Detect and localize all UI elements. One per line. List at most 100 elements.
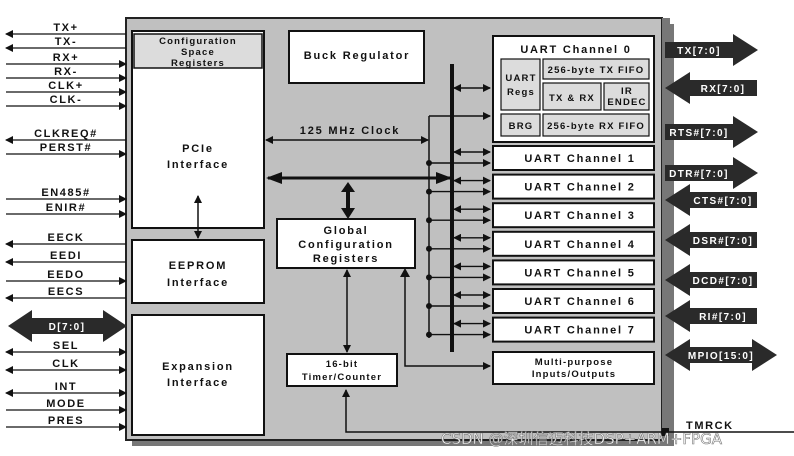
signal-label: CLK+ [48,80,83,92]
signal-arrow-ri70 [665,300,757,332]
ir-endec-block [603,82,650,111]
uart-channel-label: UART Channel 1 [524,153,635,165]
signal-arrow-label: TX[7:0] [677,46,721,57]
text-line: Global [323,225,368,237]
signal-arrow-rts70 [665,116,758,148]
uart-channel-label: UART Channel 2 [524,182,635,194]
junction-dot [426,188,432,195]
bus-arrow-down [341,208,355,219]
bus-arrow-left [266,172,282,184]
text-line: Interface [167,377,229,389]
signal-label: SEL [53,340,79,352]
signal-arrow-dcd70 [665,264,757,296]
signal-arrow-label: DTR#[7:0] [669,169,729,180]
junction-dot [426,217,432,224]
signal-label: EECK [48,232,85,244]
uart-channel-1-block [492,145,655,171]
text-line: Expansion [162,361,234,373]
rx-fifo-label: 256-byte RX FIFO [547,121,645,132]
buck-regulator-block [288,30,425,84]
text-line: Configuration [298,239,394,251]
chip-edge [662,18,670,440]
brg-label: BRG [509,121,534,132]
signal-label: ENIR# [46,202,86,214]
text-line: Timer/Counter [302,372,382,383]
uart-channel-label: UART Channel 6 [524,296,635,308]
tmrck-pin [662,428,669,436]
brg-block [500,113,541,137]
signal-label: CLKREQ# [34,128,98,140]
signal-arrow-rx70 [665,72,757,104]
text-line: Multi-purpose [535,357,613,368]
text-line: Registers [313,253,379,265]
uart-channel-label: UART Channel 3 [524,210,635,222]
signal-arrow-label: CTS#[7:0] [693,196,752,207]
signal-label: MODE [46,398,85,410]
text-line: IR [621,86,633,97]
signal-arrow-label: DCD#[7:0] [693,276,754,287]
uart-channel-2-block [492,173,655,200]
signal-arrow-dsr70 [665,224,757,256]
uart-channel-5-block [492,259,655,286]
junction-dot [426,303,432,309]
text-line: Registers [171,58,225,69]
uart-channel-6-block [492,288,655,314]
uart-channel-list: UART Channel 1 UART Channel 2 UART Channel… [426,145,655,343]
text-line: Inputs/Outputs [532,369,616,380]
signal-arrow-label: RI#[7:0] [699,312,747,323]
signal-label: CLK- [50,94,83,106]
uart-channel-label: UART Channel 7 [524,325,635,337]
signal-label: EN485# [41,187,90,199]
text-line: 16-bit [326,359,359,370]
data-bus-arrow [8,310,127,342]
signal-label: EEDO [47,269,85,281]
signal-label: TX+ [53,22,78,34]
buck-regulator-label: Buck Regulator [304,50,411,62]
uart-regs-block [500,58,541,111]
uart-channel-4-block [492,230,655,257]
signal-label: INT [55,381,78,393]
txrx-block [542,82,602,111]
uart-channel-label: UART Channel 5 [524,267,635,279]
signal-label: RX- [54,66,78,78]
eeprom-label: EEPROM [169,260,227,272]
timer-counter-block [286,353,398,387]
signal-label: EEDI [50,250,82,262]
junction-dot [426,331,432,338]
junction-dot [426,160,432,166]
expansion-interface-block [131,314,265,436]
config-space-registers-block [133,33,263,69]
uart0-title: UART Channel 0 [520,44,631,56]
text-line: Regs [507,87,535,98]
global-config-registers-block [276,218,416,269]
gcr-mpio-arrowhead [400,268,410,277]
signal-arrow-label: RX[7:0] [701,84,746,95]
signal-label: PERST# [40,142,92,154]
text-line: UART [505,73,536,84]
left-signals: TX+TX-RX+RX-CLK+CLK-CLKREQ#PERST#EN485#E… [5,22,127,431]
watermark: CSDN @深圳信迈科技DSP+ARM+FPGA [441,430,723,448]
text-line: Space [181,47,215,58]
uart-regs-label: UART Regs [505,73,536,98]
signal-label: PRES [48,415,84,427]
signal-label: EECS [48,286,84,298]
signal-arrow-dtr70 [665,157,758,189]
signal-arrow-label: DSR#[7:0] [693,236,753,247]
junction-dot [426,245,432,252]
eeprom-interface-block [131,239,265,304]
uart-channel-7-block [492,316,655,343]
text-line: Interface [167,159,229,171]
signal-arrow-tx70 [665,34,758,66]
signal-arrow-mpio150 [665,339,777,371]
signal-label: RX+ [53,52,80,64]
text-line: Configuration [159,36,237,47]
uart-channel-label: UART Channel 4 [524,239,635,251]
txrx-label: TX & RX [549,93,595,104]
gcr-mpio-link [404,270,491,370]
mpio-block [492,351,655,385]
